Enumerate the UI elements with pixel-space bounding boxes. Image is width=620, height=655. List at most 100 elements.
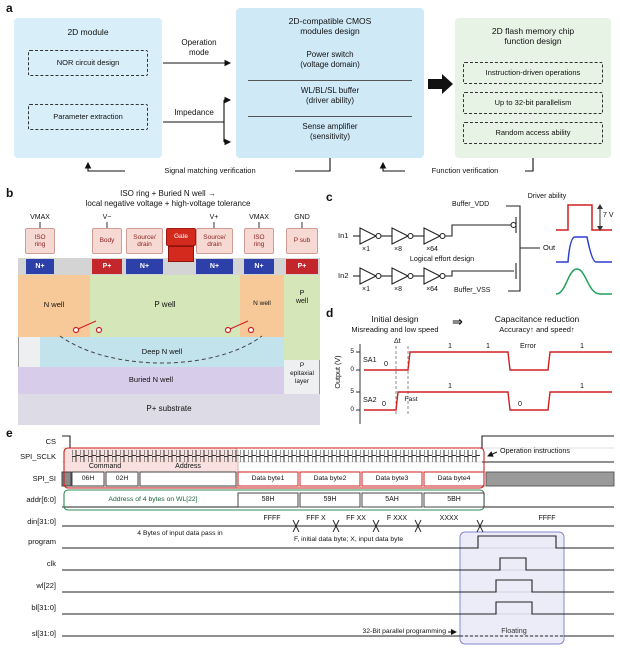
body-label: Body — [99, 237, 115, 245]
panel-a-letter: a — [6, 1, 13, 15]
pmos-gate-bubble — [510, 221, 517, 229]
instruction-driven-item: Instruction-driven operations — [463, 62, 603, 84]
signal-label-din: din[31:0] — [27, 517, 56, 526]
delta-t-label: Δt — [394, 338, 401, 345]
initial-design-sub: Misreading and low speed — [351, 325, 439, 334]
signal-label-spi-sclk: SPI_SCLK — [20, 452, 56, 461]
p-plus-label-2: P+ — [297, 263, 307, 270]
sa2-label: SA2 — [363, 395, 377, 404]
inverter-icon — [359, 227, 378, 245]
wl-bl-sl-buffer-item: WL/BL/SL buffer (driver ability) — [300, 86, 360, 105]
tick-0-sa1: 0 — [350, 366, 354, 373]
p-substrate — [18, 394, 320, 425]
signal-label-wl: wl[22] — [36, 581, 56, 590]
source-drain-left-label: Source/ drain — [133, 233, 156, 248]
module-box-title: 2D module — [67, 27, 109, 37]
output-axis-label: Output (V) — [333, 355, 342, 389]
p-sub-label: P sub — [293, 237, 311, 245]
clk-wave — [62, 557, 614, 571]
parallelism-item: Up to 32-bit parallelism — [463, 92, 603, 114]
signal-label-program: program — [28, 537, 56, 546]
in1-label: In1 — [338, 231, 349, 240]
gain-x64-top: ×64 — [426, 246, 438, 253]
gain-x8-bottom: ×8 — [394, 286, 402, 293]
signal-label-bl: bl[31:0] — [31, 603, 56, 612]
function-verification-label: Function verification — [405, 166, 525, 175]
data-byte3-label: Data byte3 — [375, 475, 409, 482]
addr-value-58h: 58H — [261, 496, 275, 503]
signal-label-clk: clk — [46, 559, 56, 568]
power-switch-item: Power switch (voltage domain) — [300, 50, 360, 69]
din-value-xxxx: XXXX — [439, 515, 459, 522]
signal-label-cs: CS — [45, 437, 56, 446]
cmos-design-box — [236, 8, 424, 158]
sclk-pulse-train — [72, 450, 480, 462]
panel-e-letter: e — [6, 426, 13, 440]
parameter-extraction-item: Parameter extraction — [28, 104, 148, 130]
buried-n-well-label: Buried N well — [128, 375, 174, 384]
terminal-vmax-right: VMAX — [249, 214, 269, 221]
data-byte1-label: Data byte1 — [251, 475, 285, 482]
driver-ability-label: Driver ability — [527, 193, 567, 200]
n-plus-label-1: N+ — [35, 263, 45, 270]
n-plus-label-2: N+ — [139, 263, 150, 270]
iso-ring-left-contact: ISO ring — [25, 228, 55, 254]
command-label: Command — [88, 463, 122, 470]
sense-amplifier-item: Sense amplifier (sensitivity) — [302, 122, 358, 141]
source-drain-right-contact: Source/ drain — [196, 228, 233, 254]
terminal-v-neg: V− — [102, 214, 112, 221]
deep-n-well-label: Deep N well — [141, 347, 183, 356]
data-byte2-label: Data byte2 — [313, 475, 347, 482]
data-byte4-label: Data byte4 — [437, 475, 471, 482]
sa2-value-0a: 0 — [382, 399, 386, 408]
sa1-value-error: Error — [520, 341, 536, 350]
buffer-vss-label: Buffer_VSS — [454, 287, 491, 294]
n-plus-source-left: N+ — [126, 259, 163, 274]
capacitance-reduction-sub: Accuracy↑ and speed↑ — [499, 325, 575, 334]
random-access-item: Random access ability — [463, 122, 603, 144]
din-value-fffx: FFF X — [306, 515, 326, 522]
operation-mode-label: Operation mode — [181, 38, 217, 57]
panel-d-letter: d — [326, 306, 334, 320]
command-byte-06h: 06H — [81, 475, 95, 482]
gate-contact: Gate — [166, 228, 196, 246]
operation-instructions-arrow — [487, 451, 498, 457]
si-idle-segment — [485, 471, 615, 487]
sa2-value-0b: 0 — [518, 399, 522, 408]
p-plus-body: P+ — [92, 259, 122, 274]
wl-wave — [62, 579, 614, 593]
p-well-right — [284, 275, 320, 360]
capacitance-reduction-title: Capacitance reduction — [494, 314, 580, 324]
out-label: Out — [543, 243, 556, 252]
instruction-driven-label: Instruction-driven operations — [485, 67, 581, 77]
source-drain-right-label: Source/ drain — [203, 233, 226, 248]
logical-effort-label: Logical effort design — [409, 254, 475, 263]
gain-x8-top: ×8 — [394, 246, 402, 253]
signal-matching-label: Signal matching verification — [125, 166, 295, 175]
impedance-label: Impedance — [174, 108, 214, 117]
gate-label: Gate — [173, 233, 189, 241]
source-drain-left-contact: Source/ drain — [126, 228, 163, 254]
gain-x64-bottom: ×64 — [426, 286, 438, 293]
p-well-center — [90, 275, 240, 337]
sa2-value-fast: Fast — [404, 396, 418, 403]
inverter-icon — [423, 227, 442, 245]
parallelism-label: Up to 32-bit parallelism — [494, 97, 572, 107]
in2-label: In2 — [338, 271, 349, 280]
n-plus-label-4: N+ — [254, 263, 264, 270]
p-well-center-label: P well — [154, 300, 176, 309]
inverter-icon — [423, 267, 442, 285]
gate-stack — [168, 246, 194, 262]
n-plus-iso-left: N+ — [26, 259, 54, 274]
signal-label-sl: sl[31:0] — [31, 629, 56, 638]
sa2-value-1b: 1 — [580, 381, 584, 390]
weak-drive-wave — [555, 268, 612, 295]
terminal-v-pos: V+ — [209, 214, 219, 221]
p-plus-sub: P+ — [286, 259, 318, 274]
parameter-extraction-label: Parameter extraction — [53, 111, 123, 121]
n-plus-source-right: N+ — [196, 259, 233, 274]
medium-drive-wave — [556, 236, 612, 263]
flash-box-title: 2D flash memory chip function design — [491, 26, 575, 47]
buried-n-well — [18, 367, 284, 394]
